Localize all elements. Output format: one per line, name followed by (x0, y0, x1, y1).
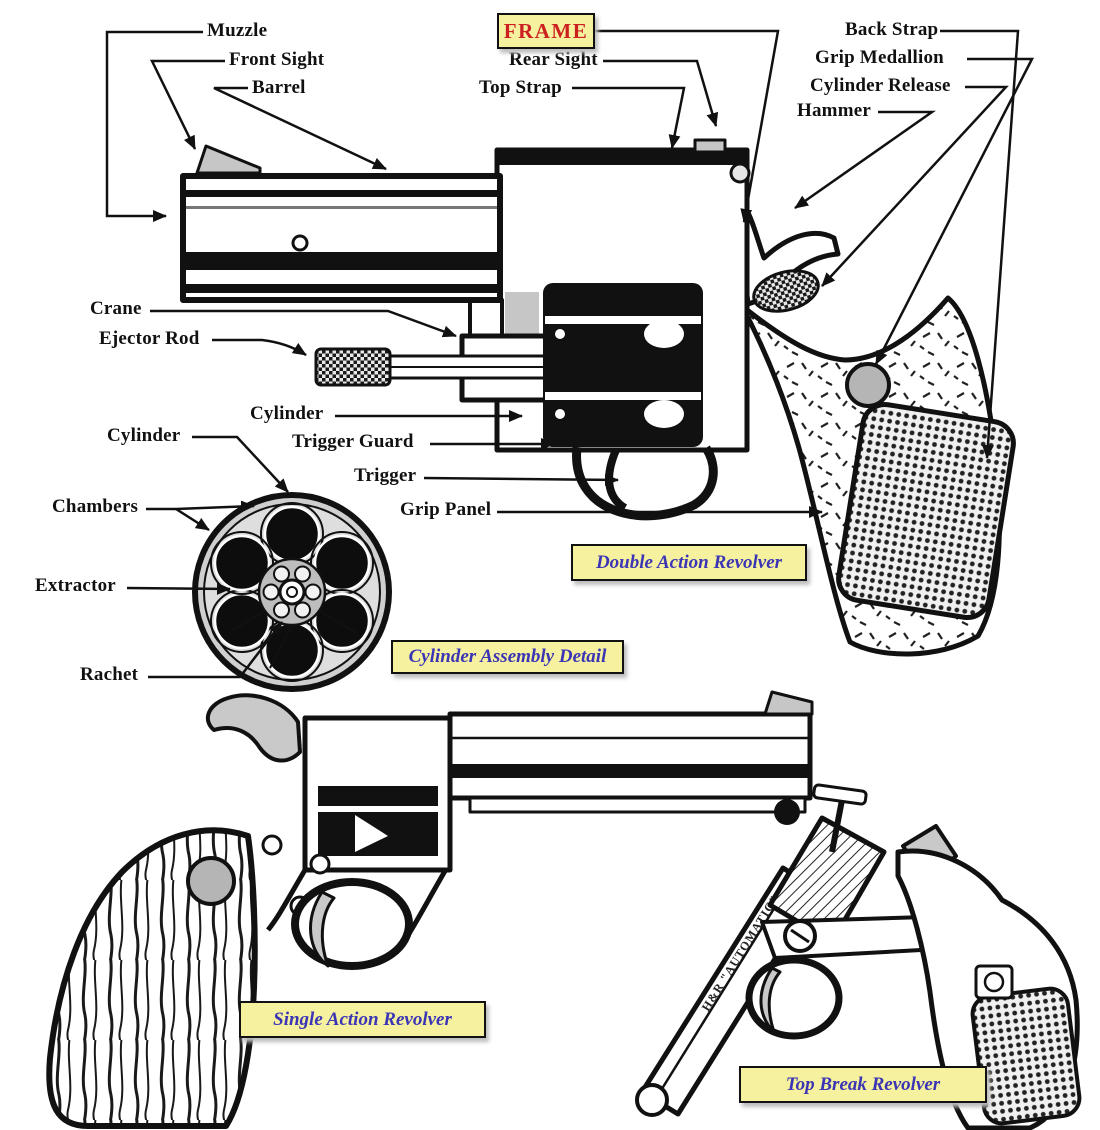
leader-frame (593, 29, 780, 223)
frame-label-box: FRAME (497, 13, 595, 49)
cylinder-release-shape (752, 269, 820, 313)
leader-trigger (423, 473, 619, 486)
leader-rachet (148, 621, 283, 679)
cylinder-assembly-drawing (192, 492, 392, 692)
leader-crane (150, 309, 457, 338)
leader-muzzle (105, 30, 203, 222)
label-rear-sight: Rear Sight (509, 49, 598, 70)
label-trigger: Trigger (354, 465, 417, 486)
caption-single-action-revolver: Single Action Revolver (239, 1001, 486, 1038)
double-action-revolver-drawing (180, 138, 1016, 657)
extractor-star-shape (257, 557, 327, 627)
leader-top-strap (572, 86, 686, 149)
label-extractor: Extractor (35, 575, 116, 596)
leader-grip-medallion (874, 57, 1035, 365)
label-hammer: Hammer (797, 100, 871, 121)
rear-sight-shape (693, 138, 727, 154)
label-top-strap: Top Strap (479, 77, 562, 98)
label-back-strap: Back Strap (845, 19, 939, 40)
caption-top-break-revolver: Top Break Revolver (739, 1066, 987, 1103)
grip-medallion-shape (845, 362, 891, 408)
label-grip-medallion: Grip Medallion (815, 47, 944, 68)
single-action-revolver-drawing (46, 690, 814, 1129)
leader-lines (105, 29, 1035, 679)
label-rachet: Rachet (80, 664, 139, 685)
label-crane: Crane (90, 298, 142, 319)
label-cylinder-release: Cylinder Release (810, 75, 951, 96)
label-grip-panel: Grip Panel (400, 499, 492, 520)
label-chambers: Chambers (52, 496, 139, 517)
leader-extractor (126, 582, 231, 595)
leader-ejector-rod (212, 338, 307, 357)
leader-barrel (213, 86, 387, 171)
chambers-shapes (210, 502, 374, 682)
leader-cylinder-release (821, 85, 1009, 287)
leader-hammer (794, 110, 936, 210)
front-sight-shape (195, 144, 262, 175)
leader-detail-cylinder (192, 435, 289, 493)
label-front-sight: Front Sight (229, 49, 325, 70)
label-muzzle: Muzzle (207, 20, 268, 41)
ejector-rod-shape (314, 347, 392, 387)
label-ejector-rod: Ejector Rod (99, 328, 200, 349)
trigger-guard-shape (572, 445, 718, 521)
top-break-revolver-drawing: H&R "AUTOMATIC" (635, 783, 1082, 1130)
leader-chambers-2 (175, 507, 210, 532)
caption-double-action-revolver: Double Action Revolver (571, 544, 807, 581)
leader-back-strap (940, 29, 1020, 459)
label-cylinder: Cylinder (250, 403, 324, 424)
label-barrel: Barrel (252, 77, 306, 98)
label-detail-cylinder: Cylinder (107, 425, 181, 446)
label-trigger-guard: Trigger Guard (292, 431, 414, 452)
leader-rear-sight (603, 59, 719, 127)
leader-front-sight (149, 59, 225, 150)
caption-cylinder-assembly-detail: Cylinder Assembly Detail (391, 640, 624, 674)
